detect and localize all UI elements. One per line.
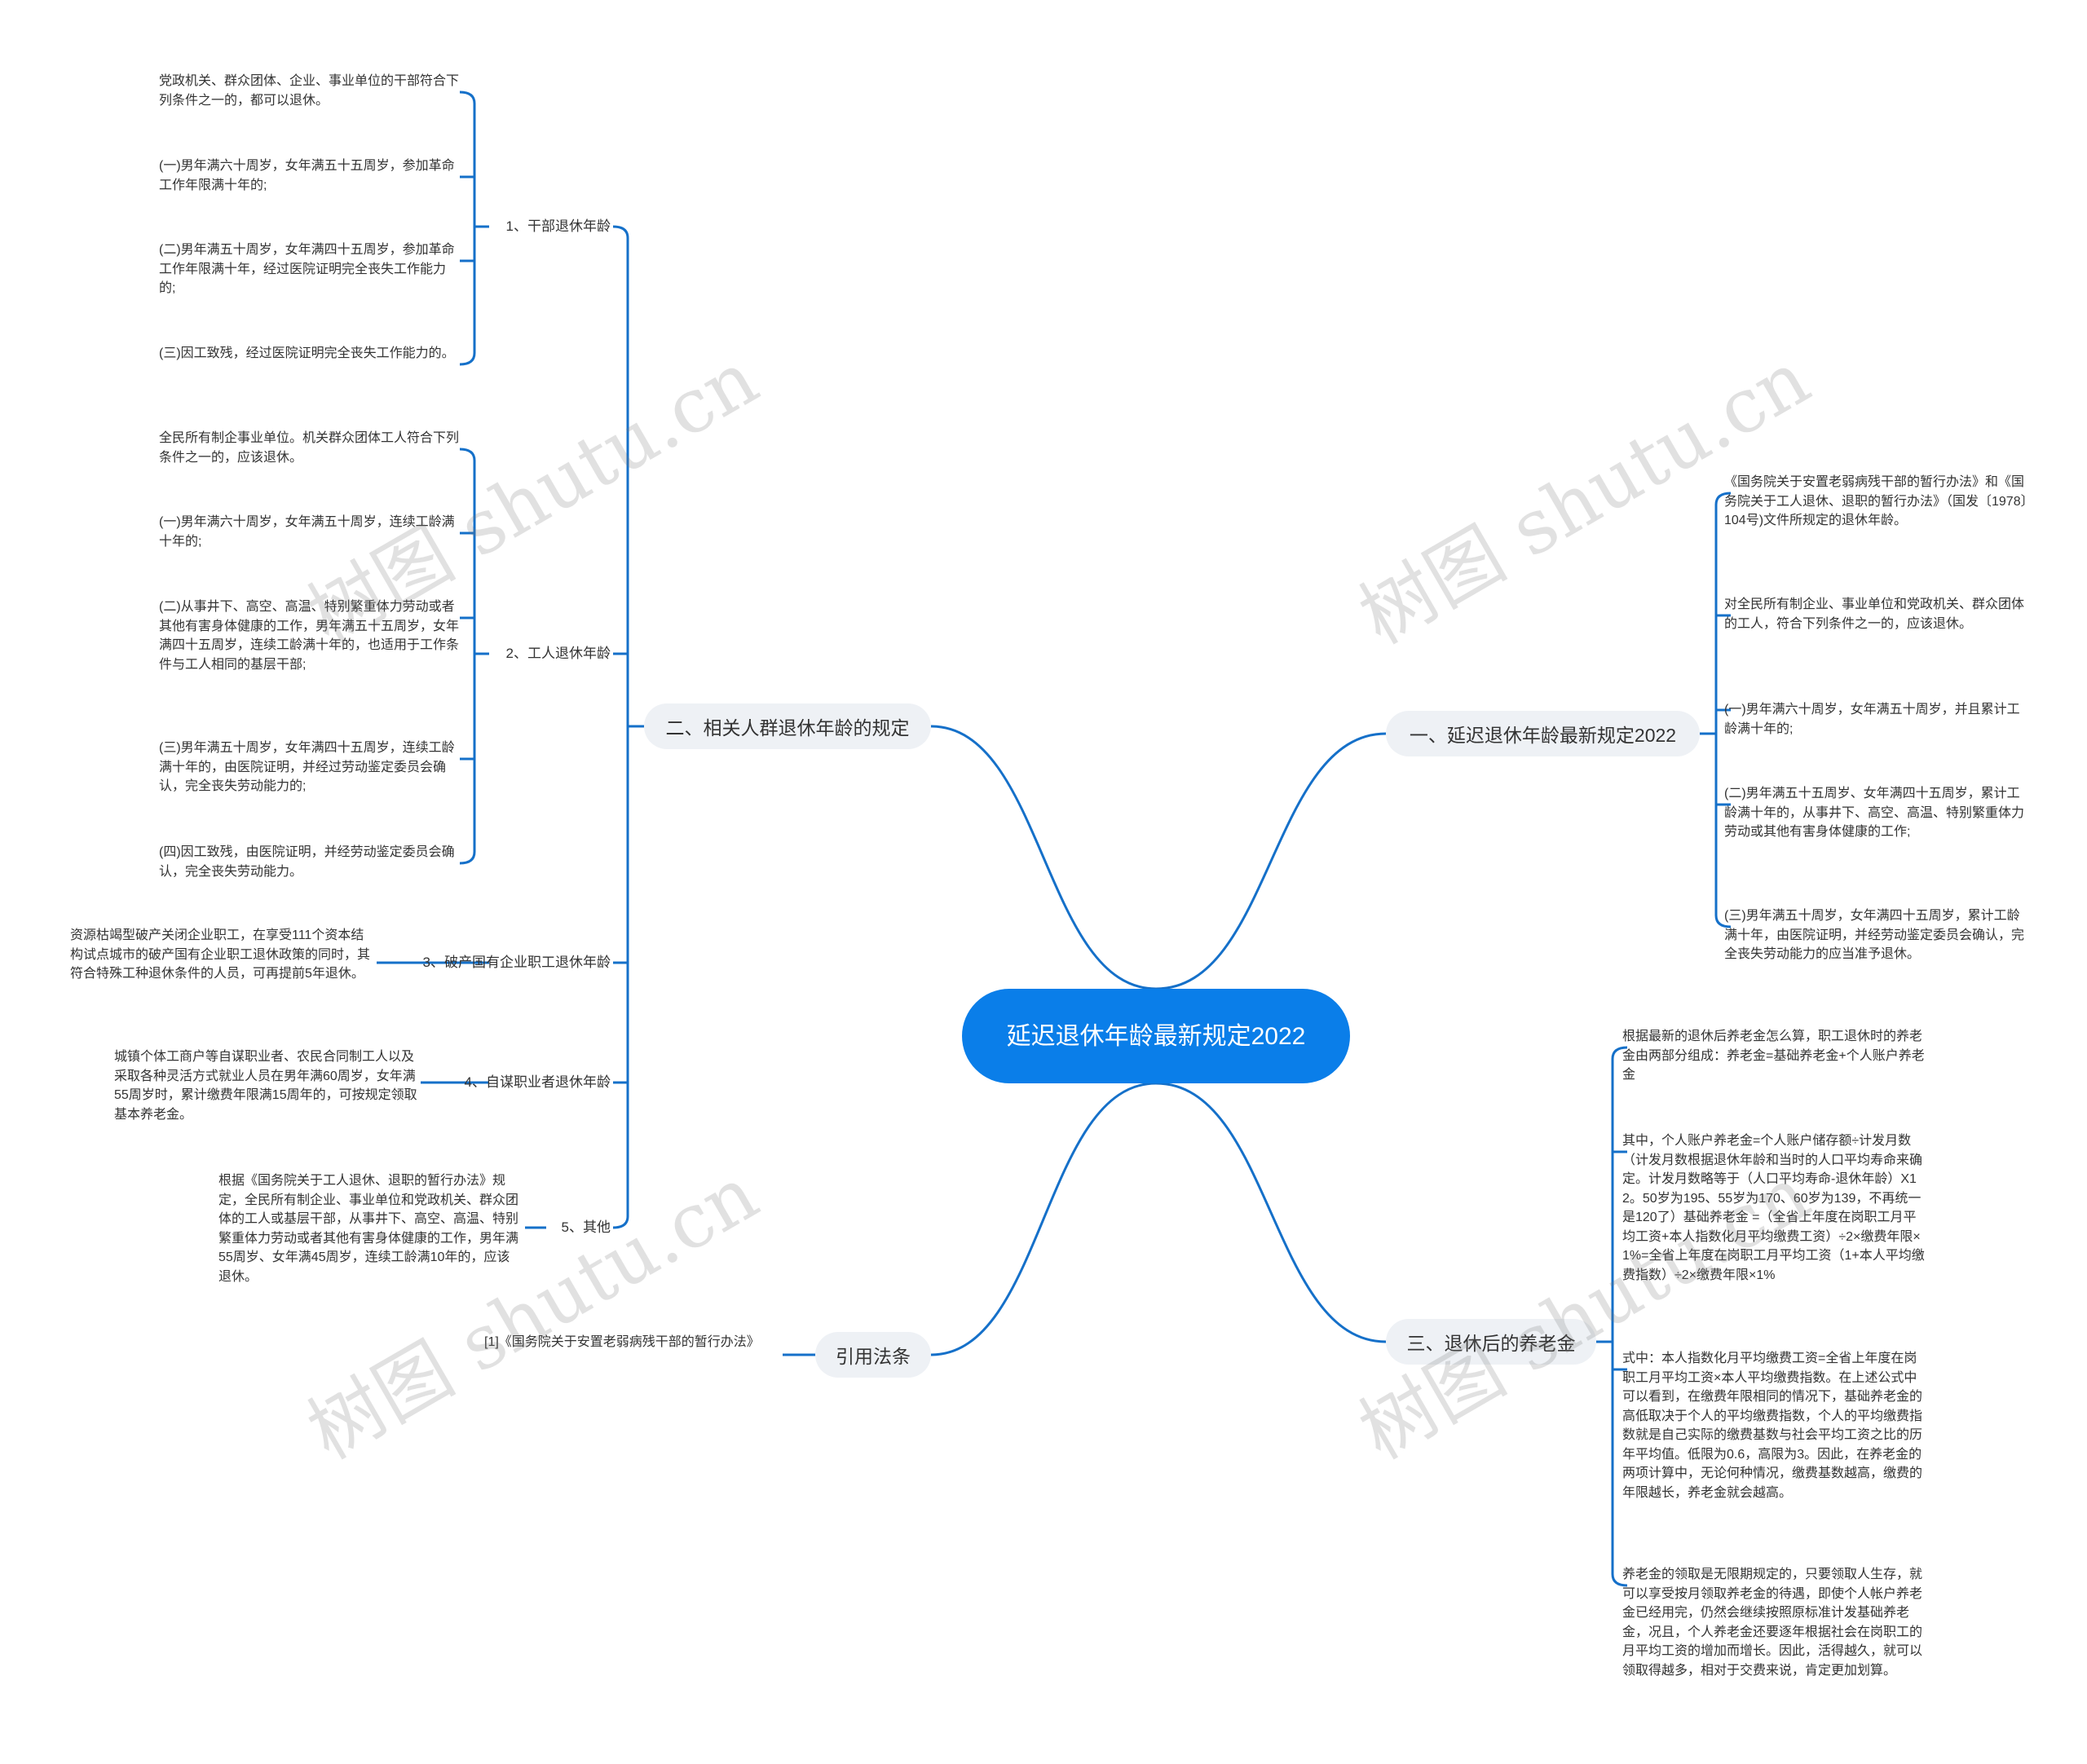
leaf-text: 党政机关、群众团体、企业、事业单位的干部符合下列条件之一的，都可以退休。 bbox=[159, 74, 460, 108]
branch-label: 引用法条 bbox=[836, 1346, 911, 1367]
root-to-branch-1 bbox=[1155, 732, 1387, 990]
leaf-text: 城镇个体工商户等自谋职业者、农民合同制工人以及采取各种灵活方式就业人员在男年满6… bbox=[114, 1050, 417, 1122]
leaf-text: (二)男年满五十五周岁、女年满四十五周岁，累计工龄满十年的，从事井下、高空、高温… bbox=[1724, 787, 2025, 839]
leaf-text: (二)从事井下、高空、高温、特别繁重体力劳动或者其他有害身体健康的工作，男年满五… bbox=[159, 600, 460, 672]
sub-node-bankrupt-soe[interactable]: 3、破产国有企业职工退休年龄 bbox=[422, 955, 611, 970]
leaf-text: 对全民所有制企业、事业单位和党政机关、群众团体的工人，符合下列条件之一的，应该退… bbox=[1724, 598, 2025, 631]
sub-node-self-employed[interactable]: 4、自谋职业者退休年龄 bbox=[464, 1074, 611, 1090]
sub-1-leaves-hook bbox=[459, 90, 476, 104]
leaf-text: (三)因工致残，经过医院证明完全丧失工作能力的。 bbox=[159, 346, 455, 360]
sub-2-leaves-hook bbox=[459, 448, 476, 461]
leaf-text: [1]《国务院关于安置老弱病残干部的暂行办法》 bbox=[484, 1335, 760, 1349]
branch-node-delayed-retirement[interactable]: 一、延迟退休年龄最新规定2022 bbox=[1386, 711, 1700, 756]
branch-label: 二、相关人群退休年龄的规定 bbox=[665, 717, 910, 739]
sub-node-other[interactable]: 5、其他 bbox=[561, 1219, 611, 1235]
branch-1-leaves-hook bbox=[1714, 492, 1732, 505]
root-to-branch-cite bbox=[930, 1082, 1157, 1356]
branch-3-leaves-hook bbox=[1611, 1046, 1628, 1060]
branch-node-retirement-age-rules[interactable]: 二、相关人群退休年龄的规定 bbox=[644, 703, 931, 749]
branch-3-leaves-hook bbox=[1611, 1573, 1628, 1587]
root-to-branch-2 bbox=[930, 725, 1157, 990]
leaf-text: 《国务院关于安置老弱病残干部的暂行办法》和《国务院关于工人退休、退职的暂行办法》… bbox=[1724, 475, 2027, 527]
leaf-text: (一)男年满六十周岁，女年满五十周岁，连续工龄满十年的; bbox=[159, 515, 455, 549]
leaf-text: 式中：本人指数化月平均缴费工资=全省上年度在岗职工月平均工资×本人平均缴费指数。… bbox=[1622, 1352, 1923, 1500]
root-to-branch-3 bbox=[1155, 1082, 1387, 1343]
leaf-text: 全民所有制企事业单位。机关群众团体工人符合下列条件之一的，应该退休。 bbox=[159, 431, 460, 465]
leaf-text: (二)男年满五十周岁，女年满四十五周岁，参加革命工作年限满十年，经过医院证明完全… bbox=[159, 243, 455, 295]
leaf-text: (三)男年满五十周岁，女年满四十五周岁，连续工龄满十年的，由医院证明，并经过劳动… bbox=[159, 741, 455, 793]
leaf-text: (一)男年满六十周岁，女年满五十五周岁，参加革命工作年限满十年的; bbox=[159, 159, 455, 192]
branch-1-leaves-hook bbox=[1714, 915, 1732, 928]
leaf-text: 根据《国务院关于工人退休、退职的暂行办法》规定，全民所有制企业、事业单位和党政机… bbox=[218, 1174, 519, 1284]
root-title: 延迟退休年龄最新规定2022 bbox=[1006, 1022, 1306, 1050]
leaf-text: 养老金的领取是无限期规定的，只要领取人生存，就可以享受按月领取养老金的待遇，即使… bbox=[1622, 1568, 1923, 1678]
branch-2-subs-hook bbox=[612, 1215, 629, 1229]
sub-1-leaves-hook bbox=[459, 352, 476, 366]
leaf-text: (四)因工致残，由医院证明，并经劳动鉴定委员会确认，完全丧失劳动能力。 bbox=[159, 845, 455, 879]
sub-2-leaves-hook bbox=[459, 851, 476, 865]
leaf-text: (一)男年满六十周岁，女年满五十周岁，并且累计工龄满十年的; bbox=[1724, 703, 2020, 736]
branch-label: 三、退休后的养老金 bbox=[1406, 1333, 1576, 1354]
root-node[interactable]: 延迟退休年龄最新规定2022 bbox=[962, 989, 1350, 1083]
branch-label: 一、延迟退休年龄最新规定2022 bbox=[1409, 725, 1677, 746]
leaf-text: 资源枯竭型破产关闭企业职工，在享受111个资本结构试点城市的破产国有企业职工退休… bbox=[70, 928, 371, 981]
branch-node-pension[interactable]: 三、退休后的养老金 bbox=[1386, 1319, 1596, 1365]
leaf-text: 根据最新的退休后养老金怎么算，职工退休时的养老金由两部分组成：养老金=基础养老金… bbox=[1622, 1030, 1925, 1082]
leaf-text: (三)男年满五十周岁，女年满四十五周岁，累计工龄满十年，由医院证明，并经劳动鉴定… bbox=[1724, 909, 2025, 961]
leaf-text: 其中，个人账户养老金=个人账户储存额÷计发月数（计发月数根据退休年龄和当时的人口… bbox=[1622, 1134, 1925, 1282]
branch-2-subs-hook bbox=[612, 225, 629, 239]
sub-node-cadre[interactable]: 1、干部退休年龄 bbox=[505, 218, 611, 234]
sub-node-worker[interactable]: 2、工人退休年龄 bbox=[505, 646, 611, 661]
branch-node-cited-law[interactable]: 引用法条 bbox=[815, 1332, 931, 1378]
